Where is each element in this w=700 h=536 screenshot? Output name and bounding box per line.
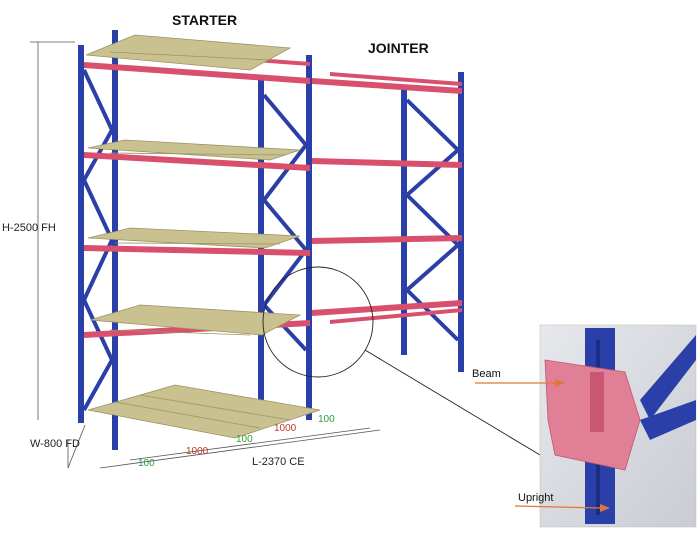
jointer-upright-front xyxy=(401,90,407,355)
dimension-100-left: 100 xyxy=(138,458,155,469)
pallet-top xyxy=(85,34,292,71)
beam-label: Beam xyxy=(472,368,501,380)
pallet-level-2 xyxy=(87,139,301,161)
starter-frame xyxy=(78,30,321,450)
dimension-lines xyxy=(30,41,381,469)
upright-label: Upright xyxy=(518,492,554,504)
starter-label: STARTER xyxy=(172,12,238,28)
width-label: W-800 FD xyxy=(30,438,80,450)
jointer-frame xyxy=(312,72,464,372)
length-label: L-2370 CE xyxy=(252,456,305,468)
starter-upright-rear-left xyxy=(112,30,118,450)
dimension-1000-left: 1000 xyxy=(186,446,209,457)
inset-detail xyxy=(475,324,697,528)
jointer-upright-rear xyxy=(458,72,464,372)
jointer-label: JOINTER xyxy=(368,40,429,56)
detail-callout xyxy=(262,266,541,456)
pallet-level-4 xyxy=(89,304,302,336)
starter-upright-rear-right xyxy=(306,55,312,420)
pallet-floor xyxy=(87,384,321,439)
dimension-100-middle: 100 xyxy=(236,434,253,445)
height-label: H-2500 FH xyxy=(2,222,56,234)
starter-upright-front-left xyxy=(78,45,84,423)
dimension-100-right: 100 xyxy=(318,414,335,425)
dimension-1000-right: 1000 xyxy=(274,423,297,434)
pallet-level-3 xyxy=(87,227,301,249)
magnifier-circle xyxy=(262,266,374,378)
